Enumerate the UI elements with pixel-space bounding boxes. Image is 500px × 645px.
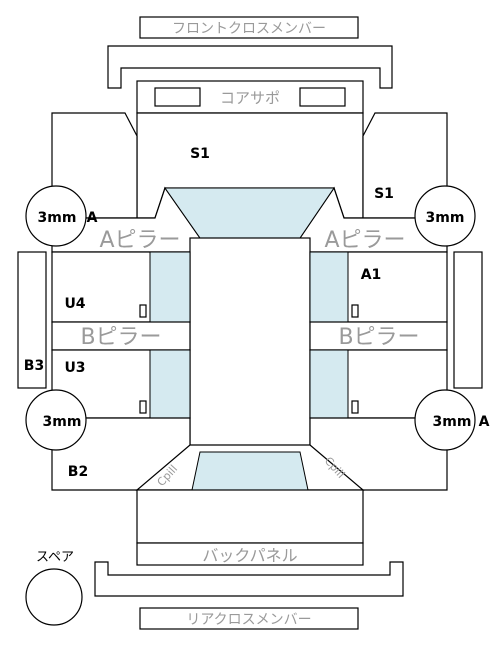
tire-rear-right — [414, 389, 476, 451]
panel-a1: A1 — [361, 267, 382, 283]
front-cross-member-box — [139, 16, 359, 39]
tire-front-right — [414, 185, 476, 247]
tire-front-left — [25, 185, 87, 247]
left-side-sill — [17, 251, 47, 389]
back-panel-label: バックパネル — [202, 546, 297, 565]
headlight-right — [299, 87, 346, 107]
rear-cross-member-bracket — [94, 561, 404, 597]
panel-b3: B3 — [24, 358, 44, 374]
core-support-label: コアサポ — [220, 89, 280, 107]
tire-rear-left — [25, 389, 87, 451]
b-pillar-left — [51, 321, 191, 351]
rear-cross-member-label: リアクロスメンバー — [186, 612, 311, 628]
headlight-left — [154, 87, 201, 107]
panel-u4: U4 — [64, 296, 85, 312]
left-rear-handle — [139, 400, 147, 414]
right-front-window — [309, 251, 349, 323]
spare-label: スペア — [36, 550, 74, 565]
tire-front-left-depth: 3mm — [38, 210, 77, 226]
left-rear-window — [149, 349, 191, 419]
panel-b2: B2 — [68, 464, 88, 480]
panel-u3: U3 — [64, 360, 85, 376]
tire-front-left-mark: A — [87, 210, 98, 226]
tire-rear-right-mark: A — [479, 414, 490, 430]
right-front-fender — [362, 112, 448, 219]
rear-window — [191, 451, 309, 491]
rear-cross-member-box — [139, 607, 359, 630]
left-front-window — [149, 251, 191, 323]
a-pillar-right-label: Aピラー — [324, 228, 405, 253]
spare-tire — [25, 568, 83, 626]
right-front-handle — [351, 304, 359, 318]
a-pillar-left-label: Aピラー — [99, 228, 180, 253]
roof — [189, 237, 311, 453]
tire-front-right-depth: 3mm — [426, 210, 465, 226]
b-pillar-right-label: Bピラー — [338, 325, 419, 350]
panel-s1-right: S1 — [374, 186, 394, 202]
right-rear-handle — [351, 400, 359, 414]
back-panel — [136, 542, 364, 566]
tire-rear-right-depth: 3mm — [433, 414, 472, 430]
front-cross-member-bracket — [107, 45, 393, 89]
right-rear-window — [309, 349, 349, 419]
right-side-sill — [453, 251, 483, 389]
trunk-lid — [136, 489, 364, 544]
front-cross-member-label: フロントクロスメンバー — [172, 21, 326, 37]
panel-s1-top: S1 — [190, 146, 210, 162]
b-pillar-left-label: Bピラー — [80, 325, 161, 350]
tire-rear-left-depth: 3mm — [43, 414, 82, 430]
left-front-handle — [139, 304, 147, 318]
